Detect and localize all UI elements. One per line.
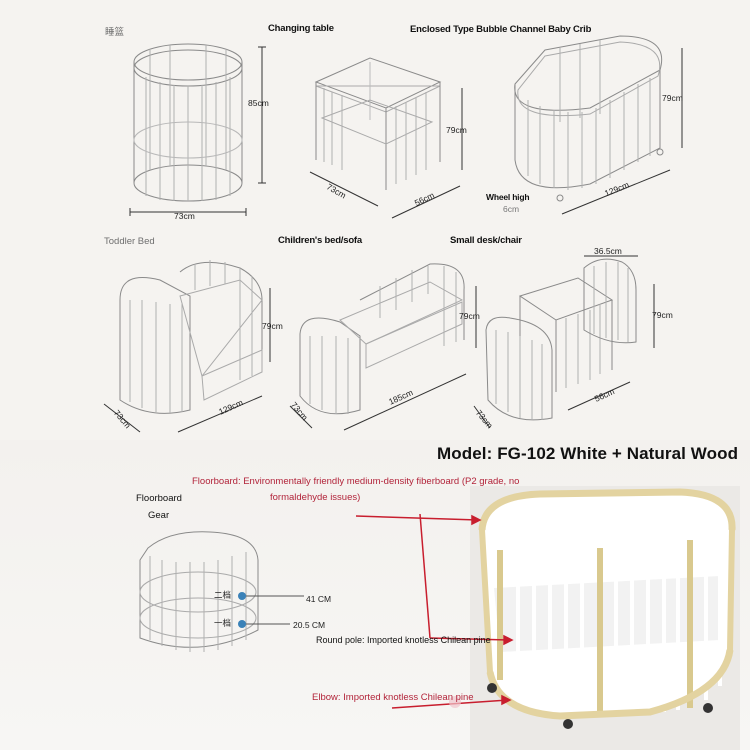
changing-table-height: 79cm bbox=[446, 125, 467, 135]
desk-chair-height: 79cm bbox=[652, 310, 673, 320]
wheel-height-value: 6cm bbox=[503, 204, 520, 214]
floorboard-gear-drawing bbox=[139, 531, 304, 652]
enclosed-crib-drawing bbox=[514, 35, 683, 215]
desk-chair-title: Small desk/chair bbox=[450, 235, 522, 246]
desk-chair-chair-width: 36.5cm bbox=[594, 246, 622, 256]
floorboard-gear-title: Gear bbox=[148, 510, 170, 521]
changing-table-title: Changing table bbox=[268, 23, 334, 34]
round-pole-note: Round pole: Imported knotless Chilean pi… bbox=[316, 635, 491, 645]
dimension-diagrams-panel bbox=[0, 0, 750, 440]
gear2-value: 41 CM bbox=[306, 594, 332, 604]
model-title: Model: FG-102 White + Natural Wood bbox=[437, 444, 739, 463]
toddler-bed-drawing bbox=[103, 260, 271, 433]
desk-chair-drawing bbox=[473, 255, 655, 429]
floorboard-note-line1: Floorboard: Environmentally friendly med… bbox=[192, 476, 520, 487]
wheel-height-label: Wheel high bbox=[486, 192, 530, 202]
elbow-note: Elbow: Imported knotless Chilean pine bbox=[312, 692, 474, 703]
enclosed-crib-height: 79cm bbox=[662, 93, 683, 103]
childrens-bed-height: 79cm bbox=[459, 311, 480, 321]
gear2-label: 二档 bbox=[214, 590, 232, 600]
childrens-bed-drawing bbox=[289, 263, 477, 431]
floorboard-title: Floorboard bbox=[136, 493, 182, 504]
toddler-bed-title: Toddler Bed bbox=[104, 236, 155, 247]
toddler-bed-height: 79cm bbox=[262, 321, 283, 331]
cradle-height: 85cm bbox=[248, 98, 269, 108]
cradle-drawing bbox=[129, 43, 266, 216]
childrens-bed-title: Children's bed/sofa bbox=[278, 235, 362, 246]
cradle-width: 73cm bbox=[174, 211, 195, 221]
crib-photo bbox=[470, 486, 740, 750]
changing-table-drawing bbox=[309, 57, 463, 219]
cradle-title: 睡篮 bbox=[105, 27, 125, 38]
enclosed-crib-title: Enclosed Type Bubble Channel Baby Crib bbox=[410, 24, 592, 35]
gear1-value: 20.5 CM bbox=[293, 620, 326, 630]
floorboard-note-line2: formaldehyde issues) bbox=[270, 492, 361, 503]
gear1-label: 一档 bbox=[214, 618, 232, 628]
